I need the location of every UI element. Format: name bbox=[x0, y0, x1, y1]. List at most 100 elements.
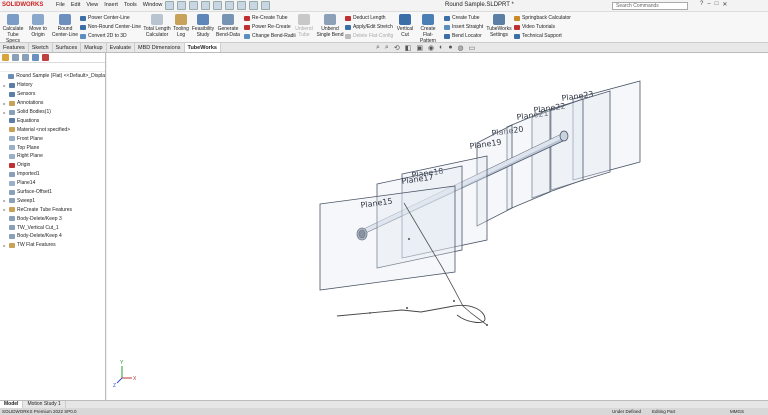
tab-markup[interactable]: Markup bbox=[81, 43, 107, 52]
expand-arrow-icon[interactable]: ▸ bbox=[3, 109, 6, 115]
deduct-length-button[interactable]: Deduct Length bbox=[345, 15, 386, 21]
springback-calculator-button[interactable]: Springback Calculator bbox=[514, 15, 571, 21]
tree-node[interactable]: Equations bbox=[2, 116, 105, 125]
reference-plane[interactable]: Plane22 bbox=[533, 90, 611, 191]
options-icon[interactable] bbox=[261, 1, 270, 10]
video-tutorials-button[interactable]: Video Tutorials bbox=[514, 24, 555, 30]
feature-tree-icon[interactable] bbox=[2, 54, 9, 61]
tree-filter[interactable] bbox=[0, 63, 105, 72]
tree-node[interactable]: Material <not specified> bbox=[2, 125, 105, 134]
search-commands-input[interactable]: Search Commands bbox=[612, 2, 688, 10]
tree-node[interactable]: Plane14 bbox=[2, 179, 105, 188]
tree-node[interactable]: Round Sample (Flat) <<Default>_Displa bbox=[2, 72, 105, 81]
tab-features[interactable]: Features bbox=[0, 43, 29, 52]
view-orientation-icon[interactable]: ▣ bbox=[416, 45, 423, 52]
insert-straight-button[interactable]: Insert Straight bbox=[444, 24, 483, 30]
minimize-icon[interactable]: – bbox=[707, 1, 711, 7]
tree-node[interactable]: Body-Delete/Keep 4 bbox=[2, 232, 105, 241]
tab-sketch[interactable]: Sketch bbox=[29, 43, 53, 52]
menu-window[interactable]: Window bbox=[142, 2, 163, 8]
tree-node[interactable]: Right Plane bbox=[2, 152, 105, 161]
section-view-icon[interactable]: ◧ bbox=[404, 45, 412, 52]
zoom-area-icon[interactable]: ⌕ bbox=[384, 44, 389, 51]
tree-node[interactable]: ▸Solid Bodies(1) bbox=[2, 108, 105, 117]
tube-body[interactable] bbox=[356, 130, 569, 241]
display-style-icon[interactable]: ◉ bbox=[427, 45, 435, 52]
expand-arrow-icon[interactable]: ▸ bbox=[3, 82, 6, 88]
tab-mbd-dimensions[interactable]: MBD Dimensions bbox=[135, 43, 185, 52]
tree-node[interactable]: Sensors bbox=[2, 90, 105, 99]
tree-node[interactable]: ▸History bbox=[2, 81, 105, 90]
tree-node[interactable]: ▸ReCreate Tube Features bbox=[2, 205, 105, 214]
appearance-icon[interactable]: ● bbox=[448, 44, 453, 51]
previous-view-icon[interactable]: ⟲ bbox=[393, 45, 400, 52]
dimxpert-icon[interactable] bbox=[32, 54, 39, 61]
display-manager-icon[interactable] bbox=[42, 54, 49, 61]
expand-arrow-icon[interactable]: ▸ bbox=[3, 198, 6, 204]
scene-icon[interactable]: ◍ bbox=[457, 45, 464, 52]
undo-icon[interactable] bbox=[225, 1, 234, 10]
view-settings-icon[interactable]: ▭ bbox=[468, 45, 476, 52]
print-icon[interactable] bbox=[213, 1, 222, 10]
non-round-center-line-button[interactable]: Non-Round Center-Line bbox=[80, 24, 141, 30]
new-icon[interactable] bbox=[177, 1, 186, 10]
property-manager-icon[interactable] bbox=[12, 54, 19, 61]
tree-node[interactable]: Top Plane bbox=[2, 143, 105, 152]
technical-support-button[interactable]: Technical Support bbox=[514, 33, 562, 39]
re-create-tube-button[interactable]: Re-Create Tube bbox=[244, 15, 288, 21]
home-icon[interactable] bbox=[165, 1, 174, 10]
reference-plane[interactable]: Plane15 bbox=[319, 185, 456, 291]
tab-motion-study[interactable]: Motion Study 1 bbox=[23, 401, 66, 408]
menu-edit[interactable]: Edit bbox=[70, 2, 81, 8]
tree-node[interactable]: ▸Sweep1 bbox=[2, 196, 105, 205]
bend-locator-button[interactable]: Bend Locator bbox=[444, 33, 482, 39]
convert-2d-3d-button[interactable]: Convert 2D to 3D bbox=[80, 33, 127, 39]
tab-model[interactable]: Model bbox=[0, 401, 24, 408]
tab-evaluate[interactable]: Evaluate bbox=[107, 43, 136, 52]
power-center-line-button[interactable]: Power Center-Line bbox=[80, 15, 130, 21]
create-tube-button[interactable]: Create Tube bbox=[444, 15, 480, 21]
hide-show-icon[interactable]: ◐ bbox=[439, 44, 444, 51]
expand-arrow-icon[interactable]: ▸ bbox=[3, 242, 6, 248]
menu-tools[interactable]: Tools bbox=[123, 2, 137, 8]
apply-edit-stretch-button[interactable]: Apply/Edit Stretch bbox=[345, 24, 393, 30]
reference-plane[interactable]: Plane23 bbox=[561, 80, 641, 181]
tree-node[interactable]: Body-Delete/Keep 3 bbox=[2, 214, 105, 223]
tree-node[interactable]: TW_Vertical Cut_1 bbox=[2, 223, 105, 232]
tree-node[interactable]: Imported1 bbox=[2, 170, 105, 179]
save-icon[interactable] bbox=[201, 1, 210, 10]
tree-node[interactable]: Origin bbox=[2, 161, 105, 170]
tree-node[interactable]: Surface-Offset1 bbox=[2, 188, 105, 197]
close-icon[interactable]: ✕ bbox=[722, 2, 728, 8]
tree-node[interactable]: Front Plane bbox=[2, 134, 105, 143]
tab-surfaces[interactable]: Surfaces bbox=[53, 43, 82, 52]
configuration-manager-icon[interactable] bbox=[22, 54, 29, 61]
delete-flat-config-button[interactable]: Delete Flat-Config bbox=[345, 33, 393, 39]
menu-insert[interactable]: Insert bbox=[104, 2, 118, 8]
graphics-area[interactable]: Plane23Plane22Plane21Plane20Plane19 Plan… bbox=[107, 53, 768, 400]
reference-plane[interactable]: Plane17 bbox=[376, 165, 463, 269]
rebuild-icon[interactable] bbox=[249, 1, 258, 10]
select-icon[interactable] bbox=[237, 1, 246, 10]
help-icon[interactable]: ? bbox=[700, 1, 704, 7]
flat-profile-sketch[interactable] bbox=[336, 202, 489, 327]
change-bend-radii-button[interactable]: Change Bend-Radii bbox=[244, 33, 296, 39]
zoom-fit-icon[interactable]: ⌕ bbox=[376, 44, 380, 51]
expand-arrow-icon[interactable]: ▸ bbox=[3, 207, 6, 213]
model-3d-view[interactable]: Plane23Plane22Plane21Plane20Plane19 Plan… bbox=[107, 53, 768, 400]
menu-file[interactable]: File bbox=[56, 2, 65, 8]
expand-arrow-icon[interactable]: ▸ bbox=[3, 100, 6, 106]
open-icon[interactable] bbox=[189, 1, 198, 10]
